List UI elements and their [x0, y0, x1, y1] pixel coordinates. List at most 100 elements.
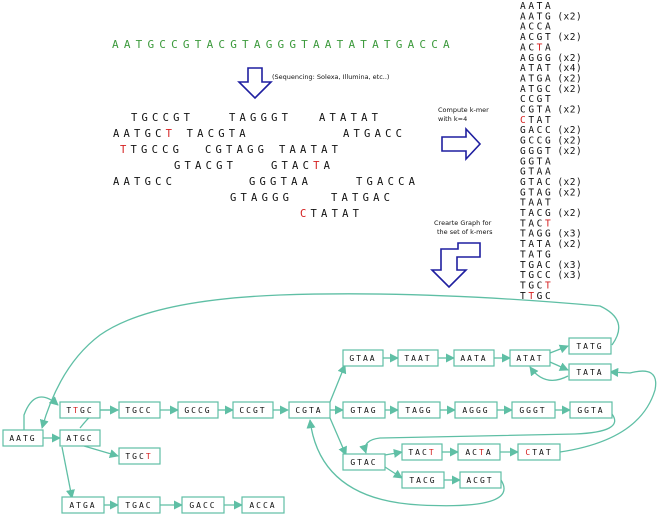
read: ATGACC: [343, 128, 406, 140]
read: TGCCGT: [131, 112, 194, 124]
read: GTAGGG: [230, 192, 293, 204]
read: TGACCA: [356, 176, 419, 188]
node-label: ATAT: [516, 354, 543, 363]
node-label: CGTA: [295, 406, 322, 415]
node-ccgt: CCGT: [232, 401, 274, 419]
node-gggt: GGGT: [511, 401, 556, 419]
kmer-entry: GTAG(x2): [520, 187, 582, 198]
node-label: GTAG: [350, 406, 377, 415]
kmer-entry: TAAT: [520, 198, 553, 209]
node-cgta: CGTA: [288, 401, 331, 419]
kmer-entry: ACTA: [520, 42, 553, 53]
node-label: TACT: [408, 448, 435, 457]
kmer-entry: TATA(x2): [520, 239, 582, 250]
node-tacg: TACG: [401, 471, 445, 489]
kmer-entry: GCCG(x2): [520, 136, 582, 147]
kmer-entry: CTAT: [520, 115, 553, 126]
node-gacc: GACC: [181, 496, 225, 514]
kmer-entry: ACGT(x2): [520, 32, 582, 43]
node-label: TAAT: [404, 354, 431, 363]
node-tata: TATA: [568, 363, 612, 381]
node-gccg: GCCG: [177, 401, 219, 419]
node-label: CCGT: [239, 406, 266, 415]
kmer-entry: TACT: [520, 218, 553, 229]
kmer-list: AATAAATG(x2)ACCAACGT(x2)ACTAAGGG(x2)ATAT…: [520, 1, 582, 302]
node-label: AGGG: [462, 406, 489, 415]
node-atgc: ATGC: [59, 429, 101, 447]
node-ggta: GGTA: [569, 401, 613, 419]
graph-step-label-line2: the set of k-mers: [437, 228, 493, 236]
node-aata: AATA: [453, 349, 495, 367]
node-acta: ACTA: [457, 443, 501, 461]
read-with-mutation: GTACTA: [271, 160, 334, 172]
node-label: ACGT: [466, 476, 493, 485]
node-aggg: AGGG: [454, 401, 498, 419]
kmer-entry: AGGG(x2): [520, 53, 582, 64]
node-tact: TACT: [401, 443, 443, 461]
node-acca: ACCA: [241, 496, 285, 514]
graph-edges: [23, 293, 657, 510]
node-aatg: AATG: [2, 429, 44, 447]
kmer-entry: TACG(x2): [520, 208, 582, 219]
graph-nodes: AATG ATGC TTGC TGCC TGCT GCCG CCGT CGTA …: [2, 337, 613, 514]
kmer-entry: TGCC(x3): [520, 270, 582, 281]
node-label: TATA: [576, 368, 603, 377]
kmer-entry: TAGG(x3): [520, 229, 582, 240]
node-label: GTAA: [349, 354, 376, 363]
kmer-entry: TGAC(x3): [520, 260, 582, 271]
node-label: ATGA: [69, 501, 96, 510]
read: CGTAGG: [205, 144, 268, 156]
kmer-entry: AATG(x2): [520, 11, 582, 22]
graph-step-label-line1: Crearte Graph for: [434, 219, 492, 227]
node-tgac: TGAC: [117, 496, 161, 514]
node-tgcc: TGCC: [118, 401, 161, 419]
node-label: GACC: [189, 501, 216, 510]
node-label: TGAC: [125, 501, 152, 510]
kmer-entry: AATA: [520, 1, 553, 12]
kmer-step-label-line1: Compute k-mer: [438, 106, 489, 114]
node-label: ATGC: [66, 434, 93, 443]
compute-kmer-arrow-icon: [441, 126, 482, 162]
node-label: TTGC: [66, 406, 93, 415]
kmer-entry: TATG: [520, 249, 553, 260]
node-taat: TAAT: [397, 349, 439, 367]
sequencing-note: (Sequencing: Solexa, Illumina, etc..): [272, 73, 389, 81]
kmer-step-label-line2: with k=4: [438, 115, 467, 123]
kmer-entry: GACC(x2): [520, 125, 582, 136]
node-atat: ATAT: [509, 349, 551, 367]
node-ttgc: TTGC: [59, 401, 101, 419]
read: TAGGGT: [229, 112, 292, 124]
node-label: GTAC: [350, 458, 377, 467]
node-tgct: TGCT: [118, 447, 161, 465]
node-label: TATG: [576, 342, 603, 351]
node-atga: ATGA: [61, 496, 105, 514]
node-tagg: TAGG: [397, 401, 441, 419]
node-label: ACTA: [465, 448, 492, 457]
read: AATGCC: [113, 176, 176, 188]
sequencing-reads: TGCCGT TAGGGT ATATAT AATGCT TACGTA ATGAC…: [113, 112, 419, 220]
kmer-entry: ATGC(x2): [520, 84, 582, 95]
reference-genome-sequence: AATGCCGTACGTAGGGTAATATATGACCA: [112, 38, 455, 51]
node-acgt: ACGT: [459, 471, 502, 489]
node-label: ACCA: [249, 501, 276, 510]
read: GTACGT: [174, 160, 237, 172]
node-label: AATG: [9, 434, 36, 443]
read: GGGTAA: [249, 176, 312, 188]
node-gtac: GTAC: [342, 453, 386, 471]
create-graph-arrow-icon: [430, 242, 481, 289]
kmer-entry: ATGA(x2): [520, 74, 582, 85]
kmer-entry: CGTA(x2): [520, 105, 582, 116]
node-gtaa: GTAA: [342, 349, 384, 367]
read: TATGAC: [331, 192, 394, 204]
node-label: CTAT: [525, 448, 552, 457]
kmer-entry: GTAA: [520, 167, 553, 178]
read-with-mutation: AATGCT TACGTA: [113, 128, 250, 140]
node-label: GCCG: [184, 406, 211, 415]
node-gtag: GTAG: [342, 401, 386, 419]
kmer-entry: GGGT(x2): [520, 146, 582, 157]
read: ATATAT: [319, 112, 382, 124]
read-with-mutation: TTGCCG: [120, 144, 183, 156]
node-label: TAGG: [405, 406, 432, 415]
kmer-entry: GTAC(x2): [520, 177, 582, 188]
